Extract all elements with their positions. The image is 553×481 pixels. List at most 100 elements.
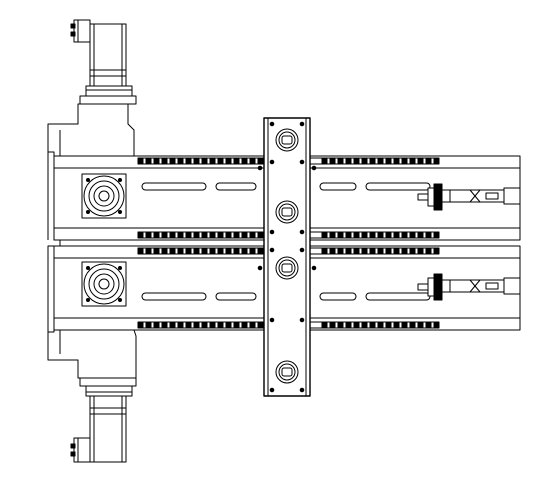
chain-link: [217, 157, 224, 165]
chain-link: [233, 321, 240, 329]
bolt-hole: [269, 159, 275, 165]
chain-link: [401, 157, 408, 165]
chain-link: [241, 247, 248, 255]
chain-link: [393, 247, 400, 255]
chain-link: [361, 247, 368, 255]
chain-link: [137, 247, 144, 255]
chain-link: [393, 231, 400, 239]
chain-link: [193, 247, 200, 255]
chain-link: [209, 247, 216, 255]
plate-bushing: [275, 256, 299, 280]
chain-link: [433, 321, 440, 329]
chain-link: [409, 321, 416, 329]
chain-link: [177, 231, 184, 239]
lower-tensioner: [417, 273, 521, 301]
chain-link: [337, 231, 344, 239]
chain-link: [417, 157, 424, 165]
upper-drive-sprocket: [81, 173, 127, 219]
chain-link: [201, 157, 208, 165]
top-drive-motor: [70, 19, 137, 105]
chain-link: [409, 157, 416, 165]
chain-link: [241, 157, 248, 165]
chain-link: [329, 321, 336, 329]
plate-bushing: [275, 128, 299, 152]
chain-link: [249, 321, 256, 329]
bolt-hole: [269, 387, 275, 393]
lower-drive-sprocket: [81, 261, 127, 307]
chain-link: [217, 247, 224, 255]
chain-link: [185, 321, 192, 329]
bolt-hole: [299, 247, 305, 253]
chain-link: [177, 247, 184, 255]
chain-link: [425, 247, 432, 255]
chain-link: [217, 231, 224, 239]
chain-link: [321, 231, 328, 239]
chain-link: [137, 157, 144, 165]
chain-link: [321, 321, 328, 329]
chain-link: [385, 231, 392, 239]
chain-link: [337, 157, 344, 165]
chain-link: [193, 321, 200, 329]
chain-upper-bottom: [137, 231, 440, 239]
upper-tensioner: [417, 183, 521, 211]
chain-link: [233, 157, 240, 165]
chain-link: [233, 231, 240, 239]
bolt-hole: [257, 265, 263, 271]
chain-link: [385, 321, 392, 329]
chain-link: [401, 247, 408, 255]
chain-link: [177, 321, 184, 329]
chain-link: [209, 231, 216, 239]
chain-link: [257, 247, 264, 255]
chain-link: [153, 231, 160, 239]
chain-link: [161, 321, 168, 329]
chain-link: [225, 231, 232, 239]
bolt-hole: [311, 165, 317, 171]
chain-link: [345, 231, 352, 239]
chain-link: [137, 321, 144, 329]
chain-link: [393, 321, 400, 329]
chain-link: [169, 157, 176, 165]
chain-link: [257, 157, 264, 165]
chain-link: [417, 321, 424, 329]
chain-link: [353, 231, 360, 239]
chain-link: [369, 157, 376, 165]
chain-link: [353, 321, 360, 329]
chain-link: [225, 321, 232, 329]
bolt-hole: [269, 317, 275, 323]
chain-link: [425, 321, 432, 329]
chain-link: [201, 247, 208, 255]
chain-link: [169, 321, 176, 329]
drive-housing: [47, 103, 137, 379]
chain-link: [161, 231, 168, 239]
chain-link: [161, 157, 168, 165]
chain-link: [185, 247, 192, 255]
chain-lower-bottom: [137, 321, 440, 329]
bolt-hole: [299, 387, 305, 393]
chain-link: [169, 231, 176, 239]
chain-link: [257, 321, 264, 329]
chain-link: [321, 247, 328, 255]
chain-link: [249, 231, 256, 239]
chain-link: [249, 157, 256, 165]
chain-link: [145, 231, 152, 239]
chain-link: [433, 157, 440, 165]
bolt-hole: [269, 121, 275, 127]
chain-link: [145, 321, 152, 329]
bolt-hole: [299, 121, 305, 127]
chain-link: [169, 247, 176, 255]
chain-link: [177, 157, 184, 165]
chain-link: [417, 231, 424, 239]
chain-link: [401, 231, 408, 239]
chain-link: [433, 231, 440, 239]
chain-link: [145, 157, 152, 165]
bolt-hole: [311, 265, 317, 271]
chain-link: [417, 247, 424, 255]
chain-link: [433, 247, 440, 255]
chain-link: [153, 247, 160, 255]
chain-link: [385, 157, 392, 165]
chain-link: [377, 157, 384, 165]
chain-link: [409, 247, 416, 255]
chain-link: [225, 247, 232, 255]
plate-bushing: [275, 360, 299, 384]
